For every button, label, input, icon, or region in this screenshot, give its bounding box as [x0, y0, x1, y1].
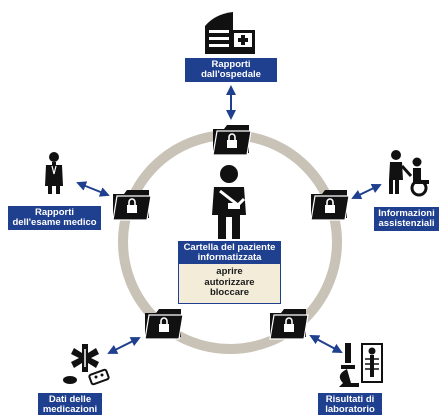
action-open: aprire: [216, 266, 243, 277]
patient-sling-icon: [212, 165, 246, 239]
care-info-label: Informazioni assistenziali: [374, 207, 439, 231]
locked-folder-icon: [310, 190, 350, 221]
locked-folder-icon: [269, 309, 309, 340]
hospital-building-icon: [205, 12, 255, 54]
lab-microscope-xray-icon: [339, 343, 383, 387]
patient-record-title: Cartella del paziente informatizzata: [178, 241, 281, 265]
lab-results-label: Risultati di laboratorio: [318, 393, 382, 415]
arrow-care: [351, 183, 382, 200]
action-authorize: autorizzare: [204, 276, 255, 288]
exam-reports-label: Rapporti dell'esame medico: [8, 206, 101, 230]
arrow-exam: [76, 181, 110, 197]
record-actions-box: aprire autorizzare bloccare: [178, 264, 281, 304]
medication-data-label: Dati delle medicazioni: [38, 393, 102, 415]
arrow-lab: [309, 335, 343, 353]
hospital-reports-label: Rapporti dall'ospedale: [185, 58, 277, 82]
caregiver-wheelchair-icon: [389, 150, 429, 197]
arrow-meds: [107, 337, 141, 354]
action-lock: bloccare: [209, 287, 250, 298]
doctor-icon: [45, 152, 63, 194]
locked-folder-icon: [144, 309, 184, 340]
locked-folder-icon: [212, 125, 252, 156]
medication-icon: [63, 344, 110, 386]
locked-folder-icon: [112, 190, 152, 221]
